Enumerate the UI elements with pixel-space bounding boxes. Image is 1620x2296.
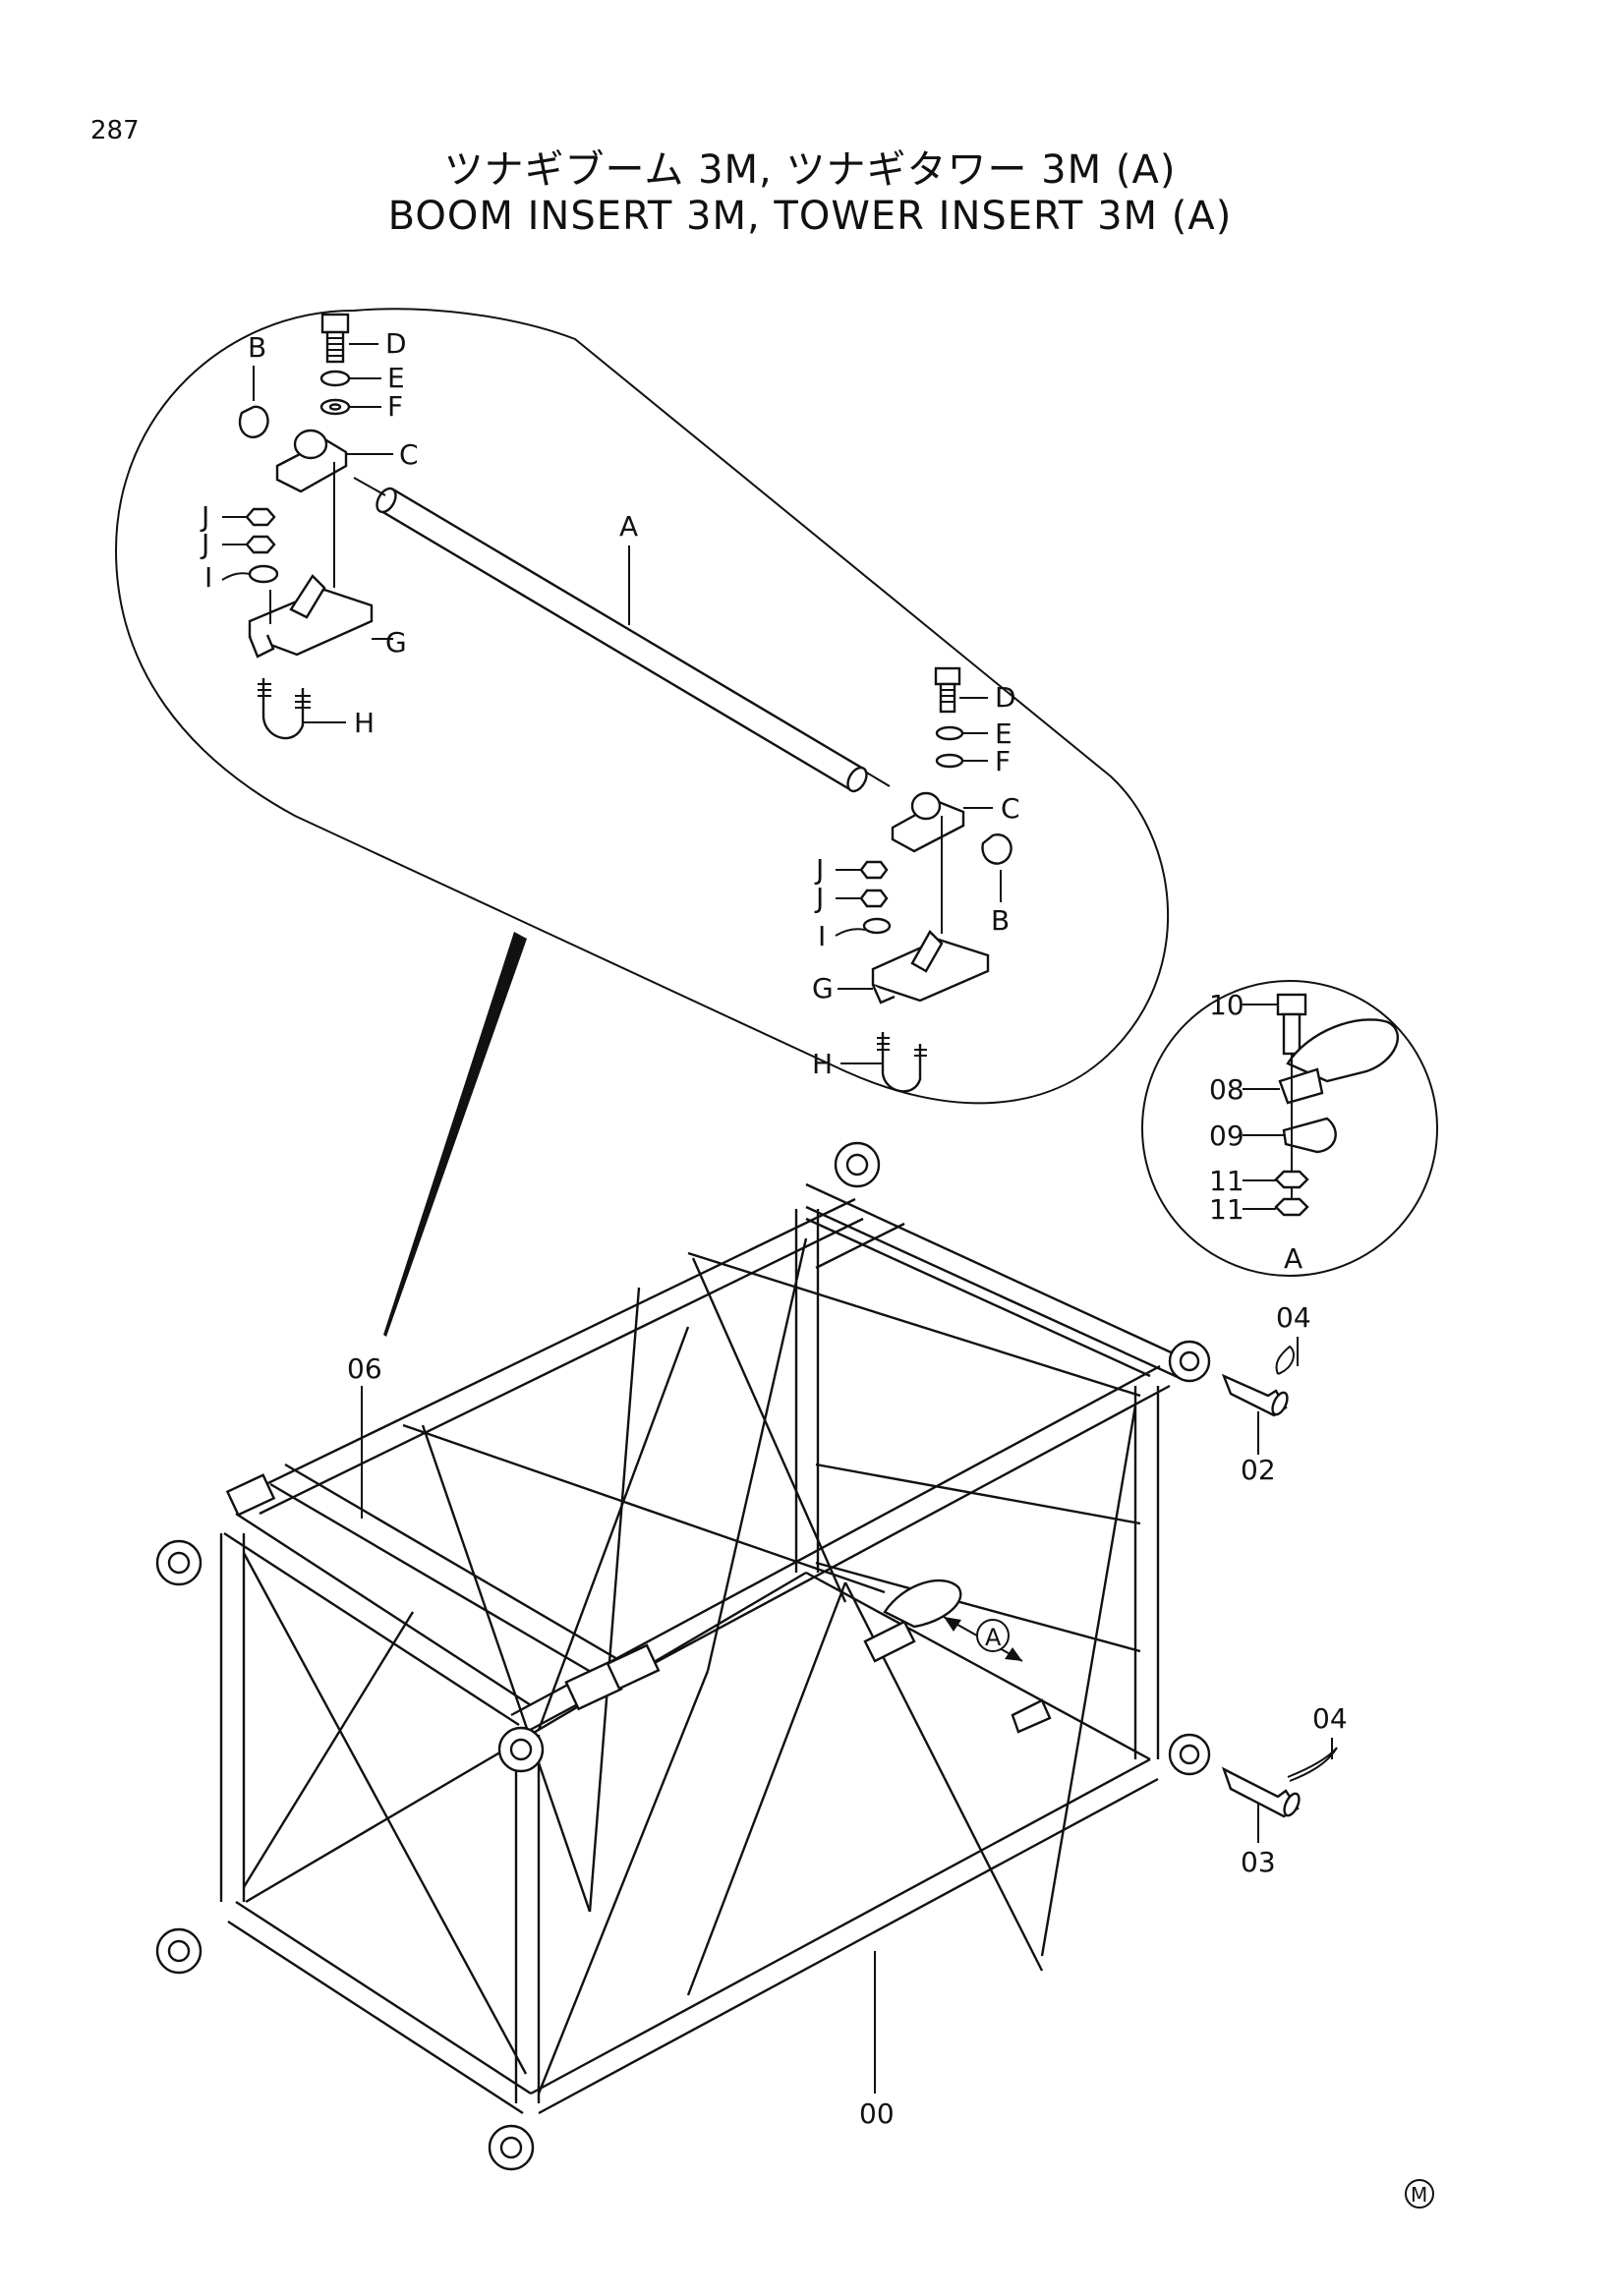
label-04-top: 04 <box>1276 1301 1311 1334</box>
label-02: 02 <box>1241 1454 1276 1486</box>
label-i-right: I <box>818 920 826 952</box>
view-a-marker: A <box>943 1616 1023 1662</box>
view-a-caption: A <box>1284 1242 1302 1275</box>
label-j2-right: J <box>814 882 824 914</box>
label-h-right: H <box>812 1048 833 1080</box>
view-a-marker-label: A <box>985 1624 1002 1651</box>
detail-labels: B D E F C J J I G H A D E F C B J J I G … <box>200 327 1020 1080</box>
label-06: 06 <box>347 1352 382 1385</box>
label-e-left: E <box>387 362 405 394</box>
label-c-right: C <box>1001 792 1020 825</box>
title-japanese: ツナギブーム 3M, ツナギタワー 3M (A) <box>443 147 1177 193</box>
label-c-left: C <box>399 438 419 471</box>
shaft-a <box>353 477 891 793</box>
label-j1-left: J <box>200 500 209 533</box>
label-04-bottom: 04 <box>1312 1702 1348 1735</box>
circled-m-icon: M <box>1405 2179 1434 2209</box>
label-e-right: E <box>995 718 1012 750</box>
callout-pointer <box>383 932 527 1337</box>
label-00: 00 <box>859 2097 895 2130</box>
lattice-frame <box>155 1141 1211 2171</box>
right-hardware <box>835 666 1012 1093</box>
label-j1-right: J <box>814 853 824 886</box>
label-g-left: G <box>385 626 407 659</box>
label-b-left: B <box>248 331 266 364</box>
label-b-right: B <box>991 904 1010 937</box>
mark-label: M <box>1411 2183 1427 2207</box>
label-a-shaft: A <box>619 510 638 543</box>
pins: 04 02 04 03 <box>1221 1301 1348 1878</box>
label-g-right: G <box>812 972 834 1004</box>
title-english: BOOM INSERT 3M, TOWER INSERT 3M (A) <box>387 194 1233 239</box>
detail-callout <box>114 308 1169 1337</box>
label-09: 09 <box>1209 1119 1244 1152</box>
label-d-left: D <box>385 327 407 360</box>
label-h-left: H <box>354 707 375 739</box>
label-11a: 11 <box>1209 1165 1244 1197</box>
label-11b: 11 <box>1209 1193 1244 1226</box>
page-number: 287 <box>90 116 140 145</box>
label-10: 10 <box>1209 989 1244 1021</box>
label-i-left: I <box>204 561 212 594</box>
frame-labels: 06 00 <box>347 1352 895 2130</box>
label-j2-left: J <box>200 528 209 560</box>
view-a-detail: 10 08 09 11 11 A <box>1141 980 1438 1277</box>
label-08: 08 <box>1209 1073 1244 1106</box>
left-hardware <box>221 313 393 740</box>
label-d-right: D <box>995 681 1016 714</box>
label-f-right: F <box>995 745 1011 777</box>
double-arrow-icon <box>944 1617 961 1632</box>
label-f-left: F <box>387 390 403 423</box>
label-03: 03 <box>1241 1846 1276 1878</box>
